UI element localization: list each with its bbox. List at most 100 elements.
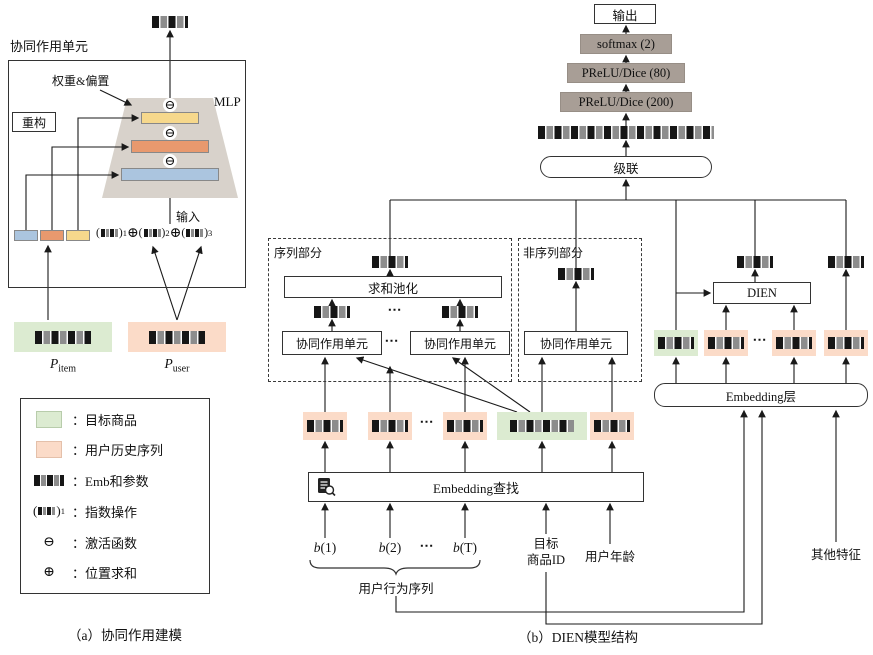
legend-row: ⊖ ： 激活函数 bbox=[20, 533, 210, 552]
emb-bar-mini bbox=[143, 229, 161, 237]
emb-bar bbox=[558, 268, 594, 280]
legend-box bbox=[20, 398, 210, 594]
legend-label: 目标商品 bbox=[85, 412, 138, 428]
history-swatch bbox=[36, 441, 62, 459]
p-sub: item bbox=[58, 363, 77, 375]
coaction-unit-3: 协同作用单元 bbox=[524, 331, 628, 355]
ellipsis: ⋯ bbox=[384, 334, 400, 349]
input-b2: b(2) bbox=[378, 540, 402, 555]
colon: ： bbox=[72, 535, 86, 551]
emb-bar-concat bbox=[538, 126, 714, 139]
legend-row: ()1 ： 指数操作 bbox=[20, 502, 210, 521]
exponent: 2 bbox=[165, 228, 170, 238]
input-bT: b(T) bbox=[453, 540, 477, 555]
legend-row: ： 用户历史序列 bbox=[20, 440, 210, 459]
sequence-section-box bbox=[268, 238, 512, 382]
legend-label: Emb和参数 bbox=[85, 474, 149, 490]
paren: ) bbox=[161, 227, 166, 239]
emb-bar bbox=[737, 256, 773, 268]
coaction-unit-1: 协同作用单元 bbox=[282, 331, 382, 355]
softmax-box: softmax (2) bbox=[580, 34, 672, 54]
sequence-section-label: 序列部分 bbox=[274, 246, 323, 260]
p-user-label: Puser bbox=[147, 356, 207, 375]
emb-bar bbox=[828, 256, 864, 268]
prelu-200-box: PReLU/Dice (200) bbox=[560, 92, 692, 112]
emb-bar bbox=[594, 420, 630, 432]
sum-pooling-box: 求和池化 bbox=[284, 276, 502, 298]
ellipsis: ⋯ bbox=[419, 539, 435, 554]
paren: ) bbox=[118, 227, 123, 239]
emb-bar bbox=[442, 306, 478, 318]
legend-label: 位置求和 bbox=[85, 566, 138, 582]
emb-bar bbox=[372, 420, 408, 432]
mlp-label: MLP bbox=[214, 94, 241, 109]
emb-bar bbox=[658, 337, 694, 349]
emb-bar bbox=[828, 337, 864, 349]
emb-bar bbox=[307, 420, 343, 432]
mlp-layer-bottom bbox=[121, 168, 219, 181]
coaction-unit-box bbox=[8, 60, 246, 288]
input-user-age: 用户年龄 bbox=[584, 550, 635, 564]
paren: ) bbox=[204, 227, 209, 239]
sum-icon: ⊕ bbox=[43, 565, 55, 581]
paren: ( bbox=[96, 227, 100, 239]
exponent-formula: ()1 ⊕ ()2 ⊕ ()3 bbox=[96, 224, 246, 242]
emb-bar-icon bbox=[34, 475, 64, 487]
emb-bar bbox=[314, 306, 350, 318]
legend-label: 用户历史序列 bbox=[85, 443, 164, 459]
legend-label: 激活函数 bbox=[85, 535, 138, 551]
weights-bias-label: 权重&偏置 bbox=[52, 74, 110, 88]
output-box: 输出 bbox=[594, 4, 656, 24]
caption-b: （b）DIEN模型结构 bbox=[518, 630, 638, 645]
prelu-80-box: PReLU/Dice (80) bbox=[567, 63, 685, 83]
colon: ： bbox=[72, 474, 86, 490]
p-item-label: Pitem bbox=[33, 356, 93, 375]
input-other-features: 其他特征 bbox=[810, 548, 861, 562]
caption-a: （a）协同作用建模 bbox=[68, 628, 182, 643]
input-b1: b(1) bbox=[313, 540, 337, 555]
legend-row: ⊕ ： 位置求和 bbox=[20, 563, 210, 582]
ellipsis: ⋯ bbox=[752, 333, 768, 348]
embedding-layer-box: Embedding层 bbox=[654, 383, 868, 407]
nonsequence-section-box bbox=[518, 238, 642, 382]
emb-bar bbox=[35, 331, 91, 344]
emb-bar bbox=[447, 420, 483, 432]
activation-icon: ⊖ bbox=[163, 153, 177, 168]
coaction-unit-2: 协同作用单元 bbox=[410, 331, 510, 355]
left-overlay-connectors bbox=[25, 89, 140, 230]
p-base: P bbox=[164, 356, 173, 371]
colon: ： bbox=[72, 504, 86, 520]
emb-bar bbox=[510, 420, 574, 432]
input-target-item-id: 目标 商品ID bbox=[526, 537, 566, 567]
paren: ( bbox=[138, 227, 143, 239]
weight-square-blue bbox=[14, 230, 38, 241]
legend-label: 指数操作 bbox=[85, 504, 138, 520]
paren: ( bbox=[181, 227, 186, 239]
dien-box: DIEN bbox=[713, 282, 811, 304]
activation-icon: ⊖ bbox=[163, 125, 177, 140]
legend-row: ： 目标商品 bbox=[20, 410, 210, 429]
legend-row: ： Emb和参数 bbox=[20, 471, 210, 490]
concat-box: 级联 bbox=[540, 156, 712, 178]
left-connectors bbox=[44, 29, 203, 321]
input-label: 输入 bbox=[176, 210, 201, 224]
embedding-lookup-icon bbox=[316, 477, 336, 502]
emb-bar bbox=[708, 337, 744, 349]
emb-bar-mini bbox=[100, 229, 118, 237]
colon: ： bbox=[72, 443, 86, 459]
emb-bar bbox=[152, 16, 188, 28]
weight-square-orange bbox=[40, 230, 64, 241]
nonsequence-section-label: 非序列部分 bbox=[523, 246, 584, 260]
emb-bar bbox=[149, 331, 205, 344]
mlp-layer-mid bbox=[131, 140, 209, 153]
emb-bar-mini bbox=[186, 229, 204, 237]
target-item-swatch bbox=[36, 410, 62, 428]
embedding-lookup-box: Embedding查找 bbox=[308, 472, 644, 502]
mlp-layer-top bbox=[141, 112, 199, 124]
exponent-icon: ()1 bbox=[33, 503, 65, 519]
p-base: P bbox=[49, 356, 59, 371]
right-connectors bbox=[309, 24, 850, 625]
activation-icon: ⊖ bbox=[43, 534, 55, 550]
